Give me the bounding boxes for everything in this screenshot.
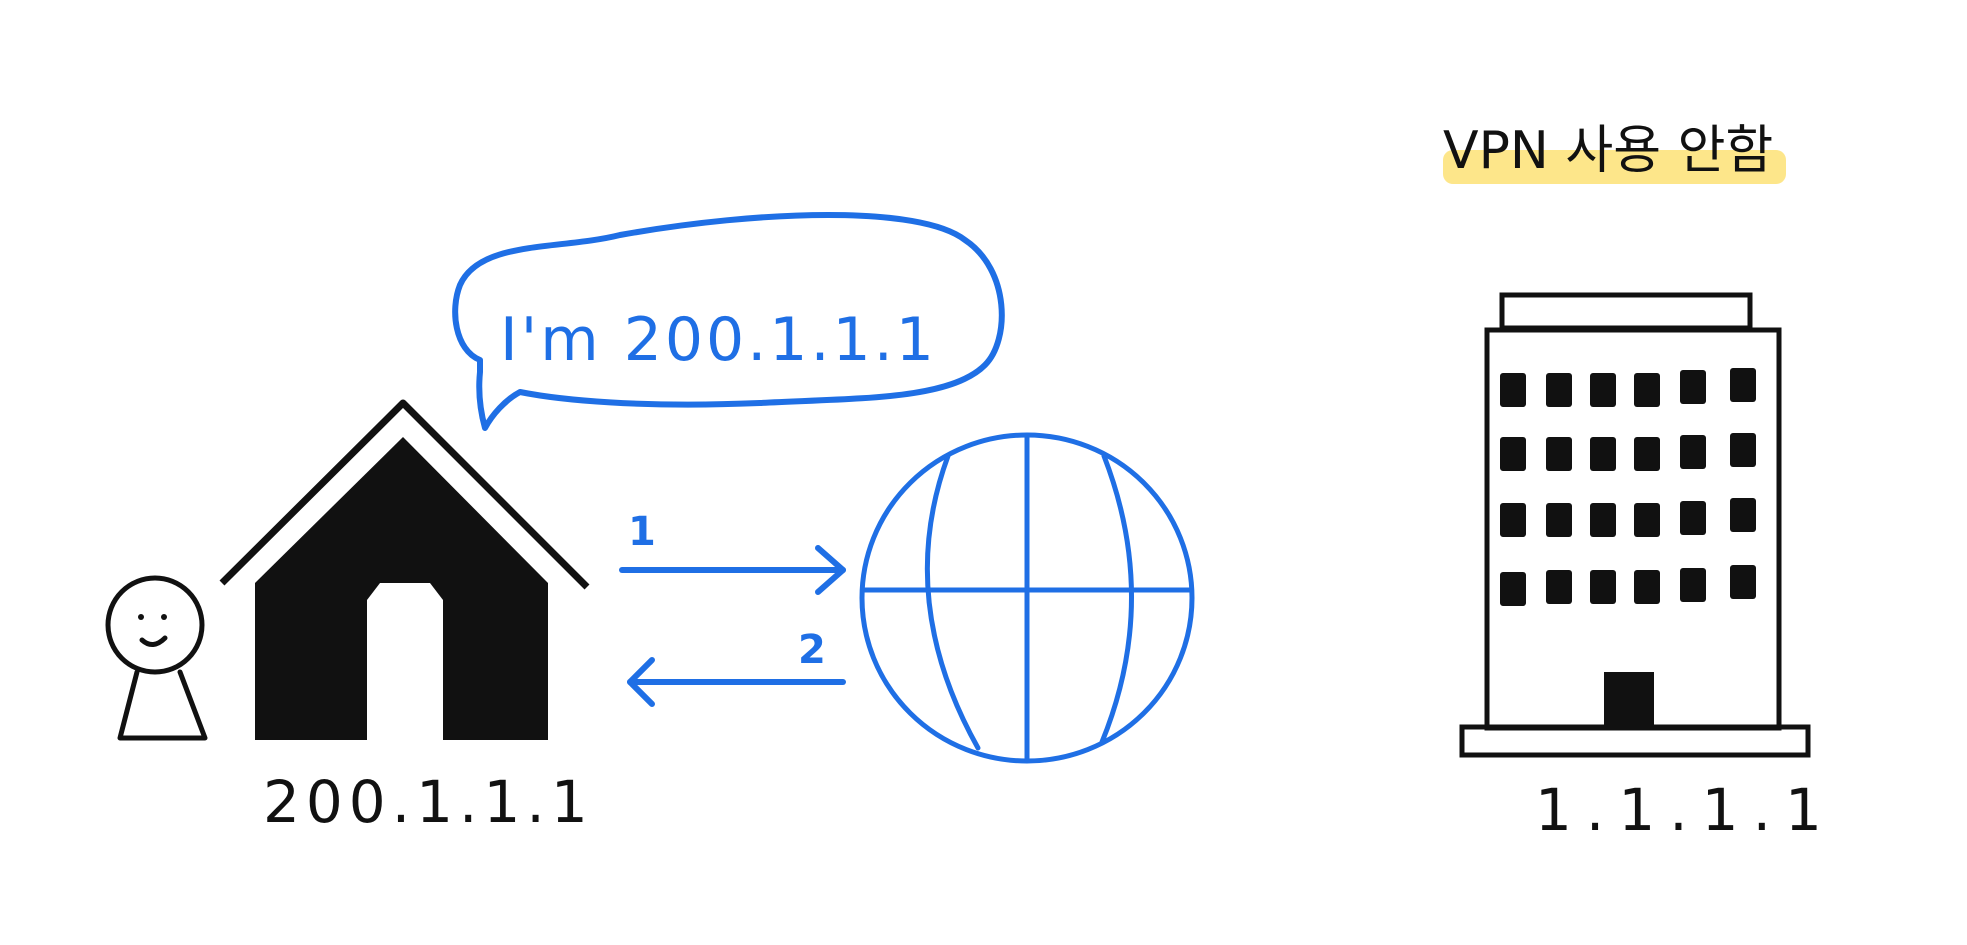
speech-bubble: I'm 200.1.1.1 [452,212,1005,431]
title-highlight [1443,150,1786,184]
building-roof [1499,292,1753,331]
response-step-label: 2 [798,627,826,673]
diagram-title: VPN 사용 안함 [1443,121,1773,181]
speech-bubble-outline [452,212,1005,431]
speech-bubble-text: I'm 200.1.1.1 [500,305,937,375]
home-ip-label: 200.1.1.1 [263,768,594,836]
request-arrow [619,545,846,595]
building-windows [1500,368,1756,606]
diagram-title-group: VPN 사용 안함 [1443,121,1786,184]
house-door [367,583,443,742]
building-icon: 1.1.1.1 [1459,292,1836,844]
globe-icon [859,432,1195,764]
building-base [1459,724,1811,758]
house-roof-line [219,399,590,590]
person-icon [105,575,208,741]
response-arrow [627,657,846,707]
server-ip-label: 1.1.1.1 [1535,776,1836,844]
building-door [1604,672,1654,729]
house-icon: 200.1.1.1 [219,399,594,836]
request-step-label: 1 [628,509,656,555]
